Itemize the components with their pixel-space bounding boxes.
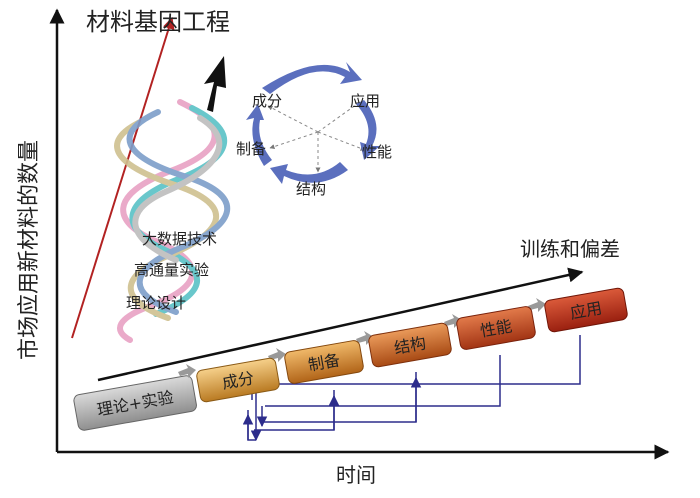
feedback-from-performance (265, 355, 501, 407)
step-application: 应用 (544, 287, 628, 333)
cycle-arrow-left (246, 104, 272, 166)
helix-strand-gray (132, 115, 223, 263)
feedback-from-composition (247, 410, 256, 441)
cycle-diagram: 成分 应用 性能 结构 制备 (236, 62, 392, 198)
cycle-arrow-right (356, 100, 380, 160)
step-preparation: 制备 (284, 340, 364, 384)
helix-strand-teal (129, 105, 228, 317)
axes: 市场应用新材料的数量 时间 (17, 8, 670, 487)
cycle-node-performance: 性能 (362, 143, 392, 161)
dna-helix (114, 99, 231, 343)
feedback-from-preparation (254, 390, 335, 431)
trend-arrow (97, 267, 584, 382)
helix-label-high-throughput: 高通量实验 (134, 261, 209, 279)
diagram-title: 材料基因工程 (86, 8, 230, 36)
step-performance: 性能 (456, 306, 536, 350)
y-axis-label: 市场应用新材料的数量 (17, 140, 42, 360)
upward-arrow-icon (204, 56, 226, 112)
cycle-node-composition: 成分 (252, 92, 282, 110)
genome-growth-arrow (71, 16, 175, 339)
helix-label-theory-design: 理论设计 (126, 294, 186, 312)
cycle-arrow-bottom (270, 162, 348, 184)
cycle-node-application: 应用 (350, 92, 380, 110)
cycle-node-structure: 结构 (296, 180, 326, 198)
cycle-arrow-top (262, 62, 362, 94)
cycle-node-preparation: 制备 (236, 140, 266, 158)
step-composition: 成分 (196, 357, 280, 403)
cycle-spokes (267, 101, 366, 173)
helix-label-big-data: 大数据技术 (142, 230, 217, 248)
helix-strand-khaki (114, 119, 220, 321)
helix-strand-blue (126, 109, 231, 315)
helix-strand-pink (117, 99, 218, 343)
start-box: 理论+实验 (73, 375, 197, 431)
cycle-ring (246, 62, 380, 184)
feedback-from-structure (260, 372, 417, 423)
step-structure: 结构 (368, 322, 452, 368)
x-axis-label: 时间 (336, 463, 376, 487)
trend-label: 训练和偏差 (520, 237, 620, 261)
